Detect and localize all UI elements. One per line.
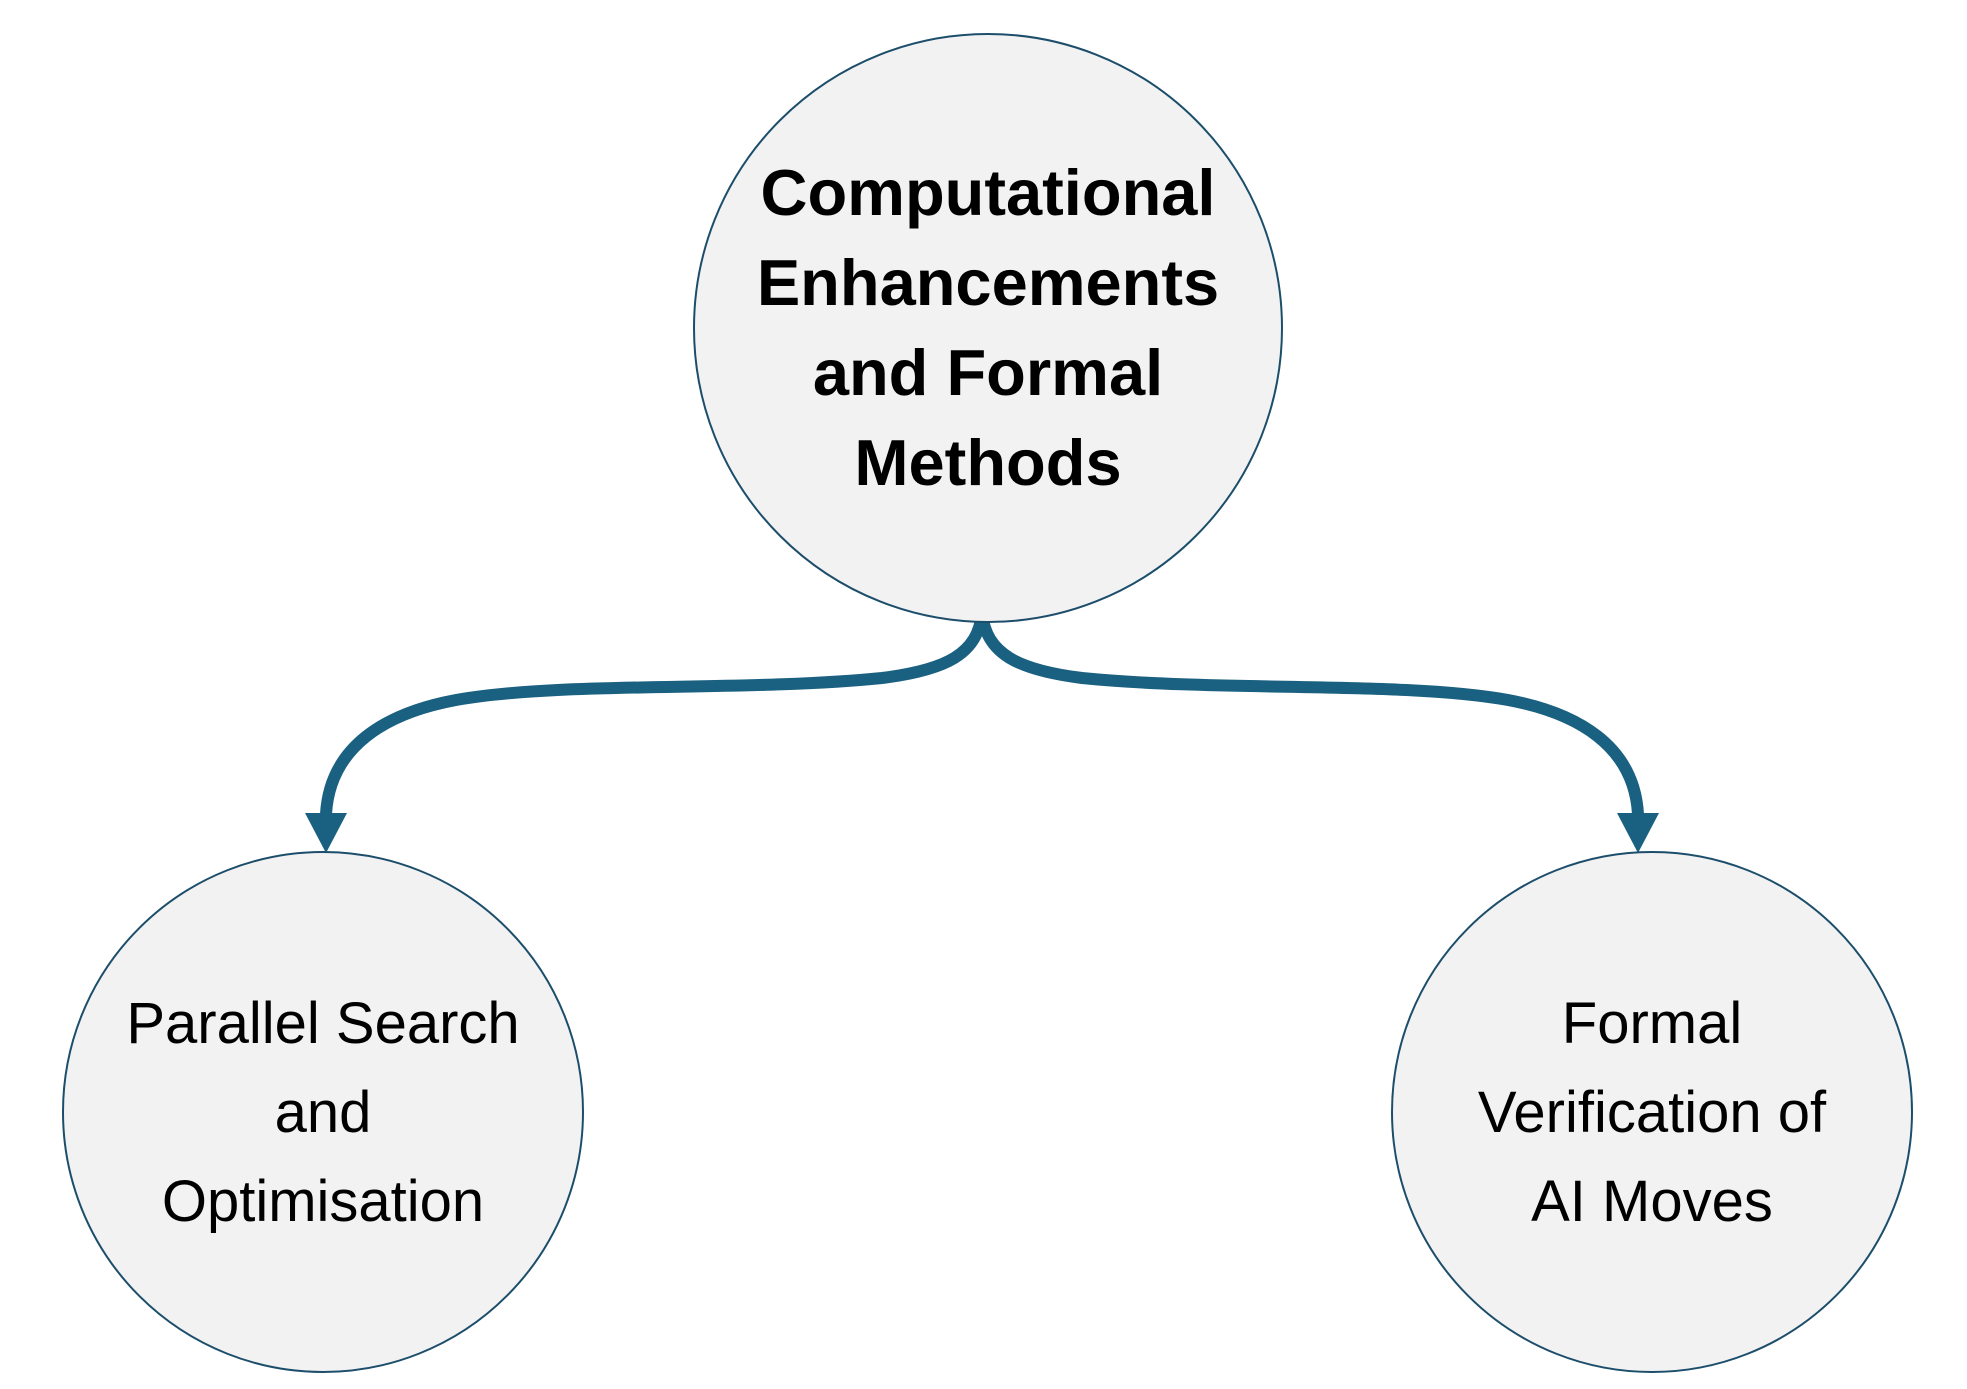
node-text-line: Methods [854,426,1122,499]
node-formal-verification: Formal Verification of AI Moves [1391,851,1913,1373]
node-text-line: and [274,1079,372,1145]
arrowhead-right-icon [1617,813,1659,853]
node-text-line: Parallel Search [126,990,520,1056]
node-text-line: Optimisation [161,1168,485,1234]
node-text-line: Verification of [1477,1079,1827,1145]
arrowhead-left-icon [305,813,347,853]
arrow-top-to-left [305,607,988,853]
node-computational-enhancements: Computational Enhancements and Formal Me… [693,33,1283,623]
node-text-line: Formal [1561,990,1743,1056]
node-text-line: Computational [760,156,1216,229]
node-text-line: Enhancements [756,246,1220,319]
node-text-line: and Formal [812,336,1164,409]
arrow-top-to-right [976,607,1659,853]
node-parallel-search: Parallel Search and Optimisation [62,851,584,1373]
node-text-line: AI Moves [1531,1168,1773,1234]
